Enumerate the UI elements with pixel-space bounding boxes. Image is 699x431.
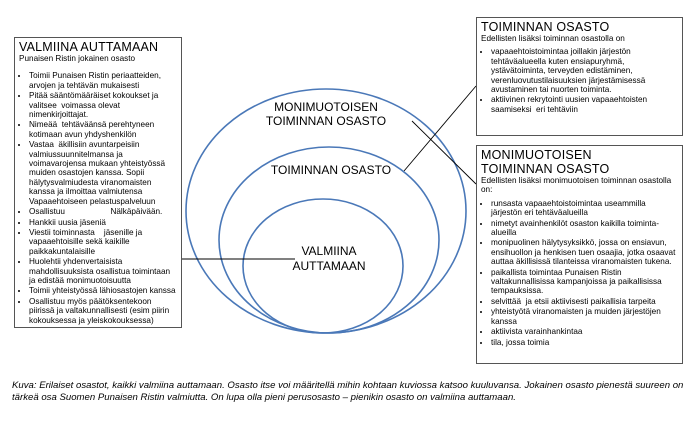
box-title-line2: TOIMINNAN OSASTO — [481, 162, 610, 176]
list-item: runsasta vapaaehtoistoimintaa useammilla… — [491, 199, 678, 218]
list-item: monipuolinen hälytysyksikkö, jossa on en… — [491, 238, 678, 266]
figure-caption: Kuva: Erilaiset osastot, kaikki valmiina… — [12, 380, 684, 403]
list-item: Huolehtii yhdenvertaisista mahdollisuuks… — [29, 257, 177, 285]
list-item: tila, jossa toimia — [491, 338, 678, 347]
box-subtitle: Edellisten lisäksi monimuotoisen toiminn… — [481, 176, 672, 195]
list-item: Pitää sääntömääräiset kokoukset ja valit… — [29, 91, 177, 119]
list-item: Hankkii uusia jäseniä — [29, 218, 177, 227]
list-item: yhteistyötä viranomaisten ja muiden järj… — [491, 307, 678, 326]
valmiina-auttamaan-box: VALMIINA AUTTAMAAN Punaisen Ristin jokai… — [14, 37, 182, 328]
box-subtitle: Edellisten lisäksi toiminnan osastolla o… — [481, 34, 625, 43]
list-item: Nimeää tehtäväänsä perehtyneen kotimaan … — [29, 120, 177, 139]
list-item: Osallistuu Nälkäpäivään. — [29, 207, 177, 216]
list-item: Toimii Punaisen Ristin periaatteiden, ar… — [29, 71, 177, 90]
list-item: Viestii toiminnasta jäsenille ja vapaaeh… — [29, 228, 177, 256]
toiminnan-osasto-box: TOIMINNAN OSASTO Edellisten lisäksi toim… — [476, 17, 683, 136]
list-item: Toimii yhteistyössä lähiosastojen kanssa — [29, 286, 177, 295]
list-item: selvittää ja etsii aktiivisesti paikalli… — [491, 297, 678, 306]
middle-circle-label: TOIMINNAN OSASTO — [271, 163, 391, 177]
outer-circle-label-line2: TOIMINNAN OSASTO — [266, 114, 386, 128]
box-title-line1: MONIMUOTOISEN — [481, 148, 592, 162]
list-item: aktiivista varainhankintaa — [491, 327, 678, 336]
box-title: TOIMINNAN OSASTO — [481, 20, 610, 34]
inner-circle — [242, 198, 404, 334]
list-item: nimetyt avainhenkilöt osaston kaikilla t… — [491, 219, 678, 238]
box-list: Toimii Punaisen Ristin periaatteiden, ar… — [19, 71, 177, 325]
list-item: vapaaehtoistoimintaa joillakin järjestön… — [491, 47, 678, 94]
box-subtitle: Punaisen Ristin jokainen osasto — [19, 54, 136, 63]
inner-circle-label-line1: VALMIINA — [301, 244, 356, 258]
box-list: runsasta vapaaehtoistoimintaa useammilla… — [481, 199, 678, 347]
inner-circle-label-line2: AUTTAMAAN — [292, 259, 365, 273]
list-item: Vastaa äkillisiin avuntarpeisiin valmius… — [29, 140, 177, 206]
list-item: paikallista toimintaa Punaisen Ristin va… — [491, 268, 678, 296]
outer-circle-label-line1: MONIMUOTOISEN — [274, 100, 378, 114]
box-list: vapaaehtoistoimintaa joillakin järjestön… — [481, 47, 678, 114]
box-title: VALMIINA AUTTAMAAN — [19, 40, 159, 54]
list-item: aktiivinen rekrytointi uusien vapaaehtoi… — [491, 95, 678, 114]
connector-outer-to-bottom-box — [411, 120, 477, 185]
monimuotoisen-toiminnan-osasto-box: MONIMUOTOISEN TOIMINNAN OSASTO Edelliste… — [476, 145, 683, 364]
list-item: Osallistuu myös päätöksentekoon piirissä… — [29, 297, 177, 325]
connector-middle-to-top-box — [403, 85, 477, 172]
